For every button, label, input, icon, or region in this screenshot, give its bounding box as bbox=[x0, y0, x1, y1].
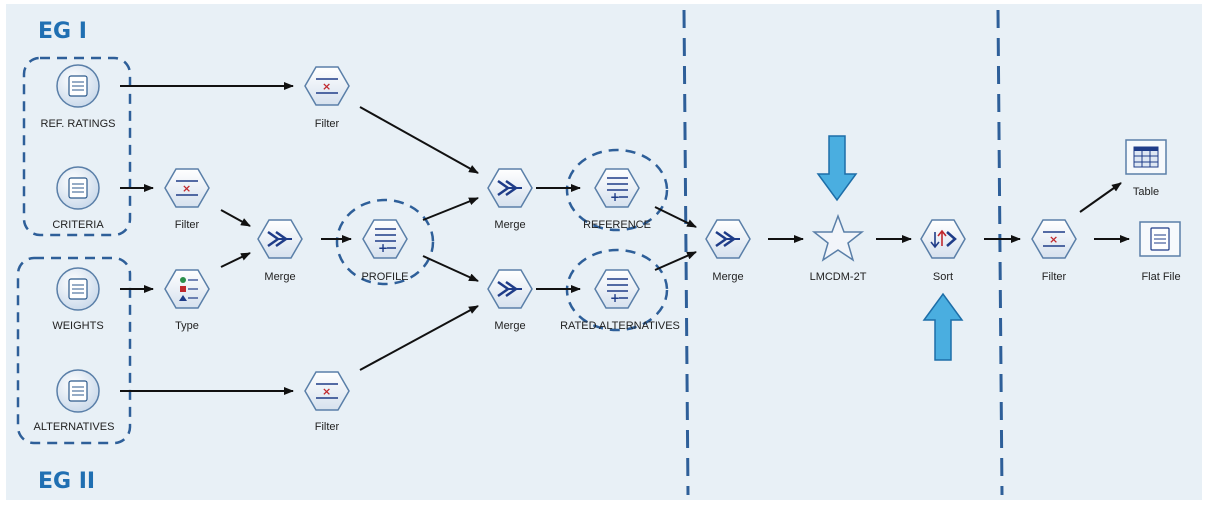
edge-filter-merge3 bbox=[359, 305, 479, 371]
node-label: Table bbox=[1133, 186, 1159, 198]
node-alternatives[interactable]: ALTERNATIVES bbox=[34, 369, 115, 433]
canvas-background bbox=[6, 4, 1202, 500]
filter-node-icon bbox=[164, 168, 210, 208]
node-filter-criteria[interactable]: × Filter bbox=[164, 168, 210, 231]
node-rated-alternatives[interactable]: + RATED ALTERNATIVES bbox=[560, 269, 680, 332]
eg2-label: EG II bbox=[38, 469, 95, 494]
node-lmcdm[interactable]: LMCDM-2T bbox=[810, 213, 867, 283]
node-label: LMCDM-2T bbox=[810, 271, 867, 283]
sort-up-icon bbox=[937, 229, 947, 246]
node-label: Merge bbox=[712, 271, 743, 283]
node-filter-bottom[interactable]: × Filter bbox=[304, 371, 350, 433]
connections bbox=[120, 82, 1130, 395]
cross-icon: × bbox=[182, 182, 191, 195]
node-label: Filter bbox=[315, 118, 340, 130]
up-arrow-icon bbox=[922, 292, 964, 361]
node-label: Filter bbox=[1042, 271, 1067, 283]
node-weights[interactable]: WEIGHTS bbox=[52, 267, 104, 332]
eg2-group-box bbox=[16, 256, 132, 445]
plus-icon: + bbox=[378, 241, 388, 255]
filter-node-icon bbox=[1031, 219, 1077, 259]
node-label: Sort bbox=[933, 271, 953, 283]
node-label: RATED ALTERNATIVES bbox=[560, 320, 680, 332]
star-icon bbox=[811, 213, 865, 262]
node-merge-3[interactable]: Merge bbox=[487, 269, 533, 332]
plus-icon: + bbox=[610, 291, 620, 305]
node-label: Flat File bbox=[1141, 271, 1180, 283]
sort-node-icon bbox=[920, 219, 966, 259]
node-label: REF. RATINGS bbox=[41, 118, 116, 130]
edge-filter-merge2 bbox=[359, 106, 479, 174]
plus-icon: + bbox=[610, 190, 620, 204]
node-label: WEIGHTS bbox=[52, 320, 103, 332]
node-label: Type bbox=[175, 320, 199, 332]
eg1-label: EG I bbox=[38, 19, 87, 44]
edge-type-merge1 bbox=[220, 252, 251, 268]
node-label: Filter bbox=[175, 219, 200, 231]
edge-profile-merge3 bbox=[422, 255, 479, 282]
cross-icon: × bbox=[322, 80, 331, 93]
node-merge-2[interactable]: Merge bbox=[487, 168, 533, 231]
cross-icon: × bbox=[322, 385, 331, 398]
node-label: ALTERNATIVES bbox=[34, 421, 115, 433]
node-type[interactable]: Type bbox=[164, 269, 210, 332]
node-criteria[interactable]: CRITERIA bbox=[52, 166, 104, 231]
node-label: Merge bbox=[494, 320, 525, 332]
down-arrow-icon bbox=[816, 135, 858, 202]
edge-filter-merge1 bbox=[220, 209, 251, 227]
phase-separator-2 bbox=[996, 9, 1004, 496]
node-label: Merge bbox=[494, 219, 525, 231]
node-label: CRITERIA bbox=[52, 219, 104, 231]
node-sort[interactable]: Sort bbox=[920, 219, 966, 283]
node-merge-4[interactable]: Merge bbox=[705, 219, 751, 283]
cross-icon: × bbox=[1049, 233, 1058, 246]
node-label: PROFILE bbox=[361, 271, 408, 283]
node-label: REFERENCE bbox=[583, 219, 651, 231]
edge-reference-merge4 bbox=[654, 206, 697, 228]
node-table[interactable]: Table bbox=[1125, 139, 1167, 198]
node-ref-ratings[interactable]: REF. RATINGS bbox=[41, 64, 116, 130]
filter-node-icon bbox=[304, 371, 350, 411]
node-merge-1[interactable]: Merge bbox=[257, 219, 303, 283]
chevron-right-icon bbox=[946, 231, 957, 247]
sort-down-icon bbox=[930, 232, 940, 249]
node-reference[interactable]: + REFERENCE bbox=[583, 168, 651, 231]
filter-node-icon bbox=[304, 66, 350, 106]
node-profile[interactable]: + PROFILE bbox=[361, 219, 409, 283]
node-label: Filter bbox=[315, 421, 340, 433]
phase-separator-1 bbox=[682, 9, 690, 496]
edge-rated-merge4 bbox=[654, 251, 697, 271]
reference-highlight-circle bbox=[565, 148, 669, 232]
edge-filter-table bbox=[1079, 182, 1122, 213]
edge-profile-merge2 bbox=[422, 197, 479, 221]
node-label: Merge bbox=[264, 271, 295, 283]
node-filter-output[interactable]: × Filter bbox=[1031, 219, 1077, 283]
node-filter-top[interactable]: × Filter bbox=[304, 66, 350, 130]
node-flat-file[interactable]: Flat File bbox=[1139, 221, 1181, 283]
profile-highlight-circle bbox=[335, 198, 435, 286]
eg1-group-box bbox=[22, 56, 132, 237]
